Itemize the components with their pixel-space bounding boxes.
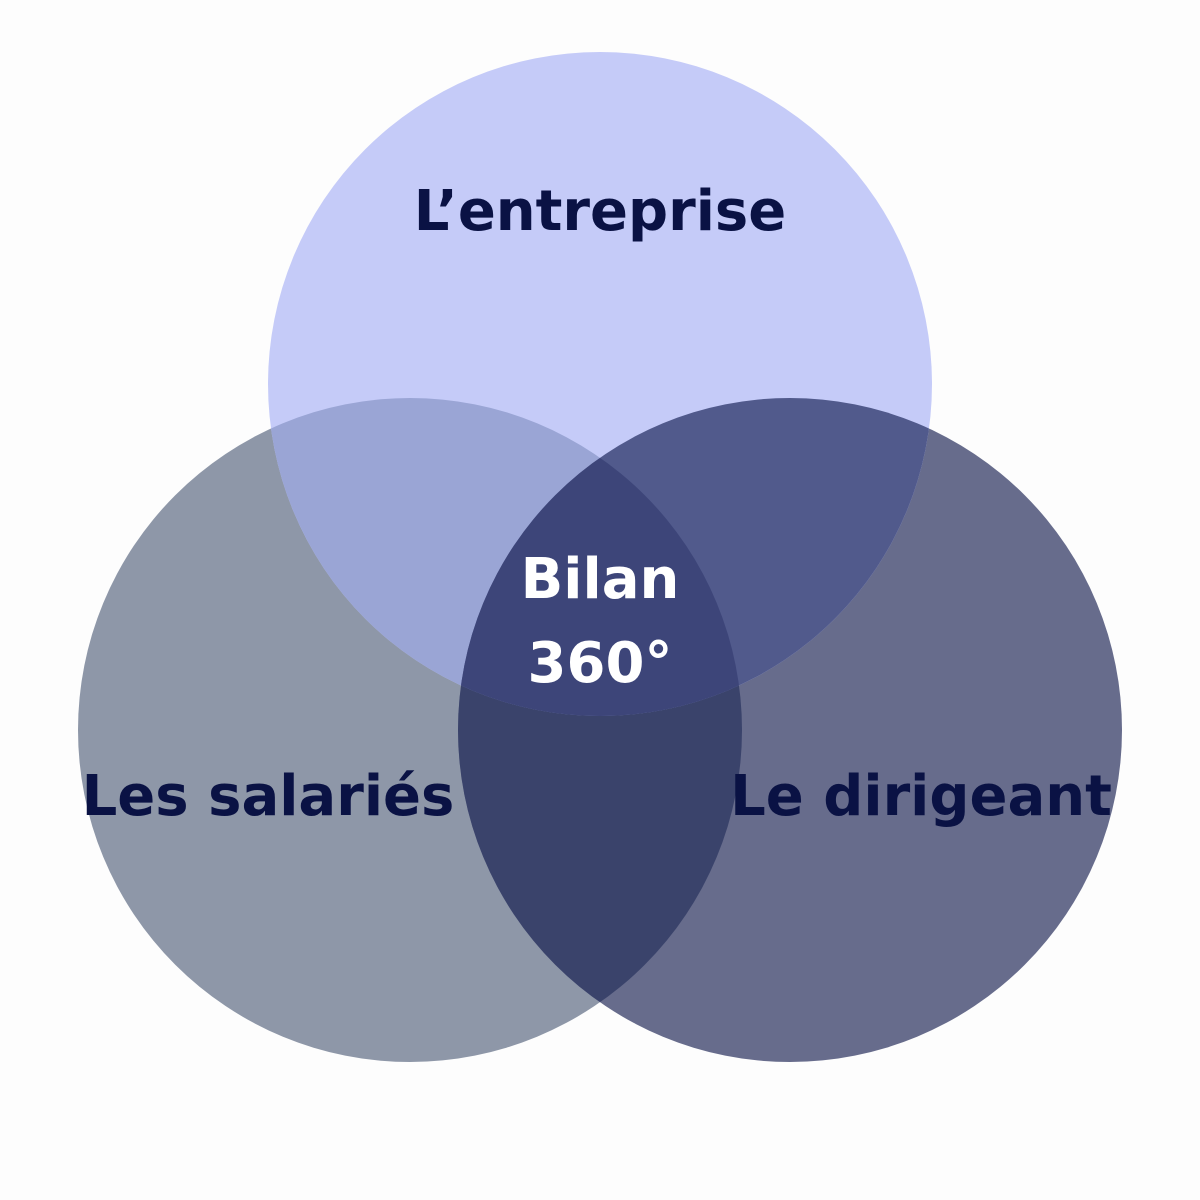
center-label-line1: Bilan <box>521 547 680 612</box>
overlap-center <box>458 398 742 716</box>
center-label-line2: 360° <box>528 631 673 696</box>
label-salaries: Les salariés <box>82 764 455 829</box>
label-entreprise: L’entreprise <box>414 179 787 244</box>
label-dirigeant: Le dirigeant <box>730 764 1112 829</box>
